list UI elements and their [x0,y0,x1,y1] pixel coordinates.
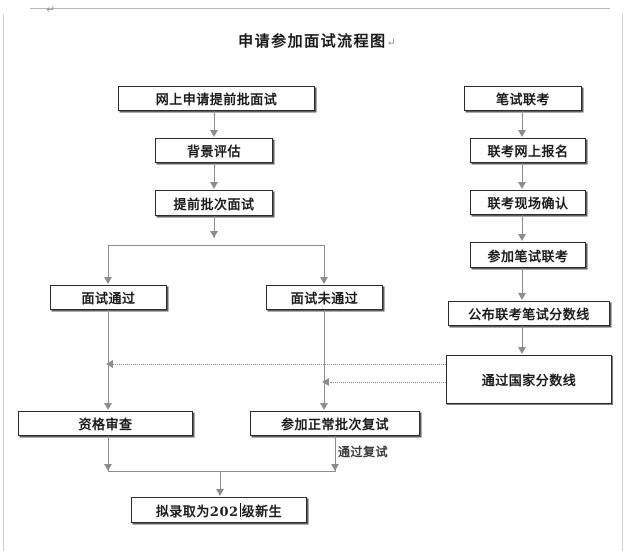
edge-qualification-merge-arrow [104,464,112,471]
edge-background-to-early-line [214,163,215,183]
edge-retest-merge-arrow [331,464,339,471]
edge-qualification-merge-line [108,436,109,472]
edge-apply-to-background-arrow [210,130,218,137]
node-interview-passed[interactable]: 面试通过 [50,285,167,310]
page-border-right [622,14,623,551]
edge-pass-to-qualification-arrow [104,403,112,410]
edge-merge-to-admitted-line [220,471,221,490]
admitted-prefix: 拟录取为202 [155,504,239,520]
node-apply-online[interactable]: 网上申请提前批面试 [118,86,315,111]
edge-national-to-fail-dotted [330,382,446,383]
edge-reg-to-confirm-arrow [518,182,526,189]
node-written-joint-exam[interactable]: 笔试联考 [464,86,582,111]
edge-take-to-publish-arrow [518,293,526,300]
admitted-suffix: 级新生 [241,504,283,520]
edge-joint-exam-to-reg-line [522,111,523,131]
edge-early-to-split-arrow [210,231,218,238]
node-publish-joint-score-line[interactable]: 公布联考笔试分数线 [448,301,610,326]
edge-take-to-publish-line [522,268,523,294]
edge-joint-exam-to-reg-arrow [518,130,526,137]
edge-early-to-split-line [214,216,215,238]
edge-split-left-line [108,245,109,278]
edge-retest-merge-line [335,436,336,472]
text-caret [239,503,241,517]
node-join-normal-batch-retest[interactable]: 参加正常批次复试 [250,411,420,436]
page-title: 申请参加面试流程图↵ [0,30,634,51]
page-border-left [3,14,4,551]
edge-fail-to-retest-line [324,310,325,404]
edge-national-to-pass-arrowhead [106,360,113,368]
edge-pass-to-qualification-line [108,310,109,404]
node-interview-not-passed[interactable]: 面试未通过 [266,285,383,310]
node-qualification-review[interactable]: 资格审查 [18,411,193,436]
edge-label-pass-retest: 通过复试 [338,445,389,459]
paragraph-mark-top: ↵ [46,3,56,16]
node-take-joint-written-exam[interactable]: 参加笔试联考 [470,242,586,268]
edge-national-to-pass-dotted [113,364,446,365]
page-title-text: 申请参加面试流程图 [238,32,387,50]
edge-confirm-to-take-line [522,215,523,235]
edge-split-left-arrow [104,277,112,284]
node-pass-national-score-line[interactable]: 通过国家分数线 [446,355,612,404]
edge-national-to-fail-arrowhead [322,378,329,386]
edge-publish-to-national-arrow [518,347,526,354]
node-joint-onsite-confirmation[interactable]: 联考现场确认 [470,190,586,215]
edge-split-right-line [324,245,325,278]
split-bar-interview-outcomes [108,245,325,246]
edge-split-right-arrow [320,277,328,284]
page-top-rule [30,8,610,9]
edge-publish-to-national-line [522,326,523,348]
node-background-evaluation[interactable]: 背景评估 [155,138,273,163]
edge-apply-to-background-line [214,111,215,131]
edge-merge-to-admitted-arrow [216,489,224,496]
edge-fail-to-retest-arrow [320,403,328,410]
merge-bar-admission [108,471,336,472]
edge-background-to-early-arrow [210,182,218,189]
node-joint-online-registration[interactable]: 联考网上报名 [470,138,586,163]
edge-reg-to-confirm-line [522,163,523,183]
edge-confirm-to-take-arrow [518,234,526,241]
node-early-batch-interview[interactable]: 提前批次面试 [155,190,273,216]
paragraph-mark-title: ↵ [386,36,396,49]
